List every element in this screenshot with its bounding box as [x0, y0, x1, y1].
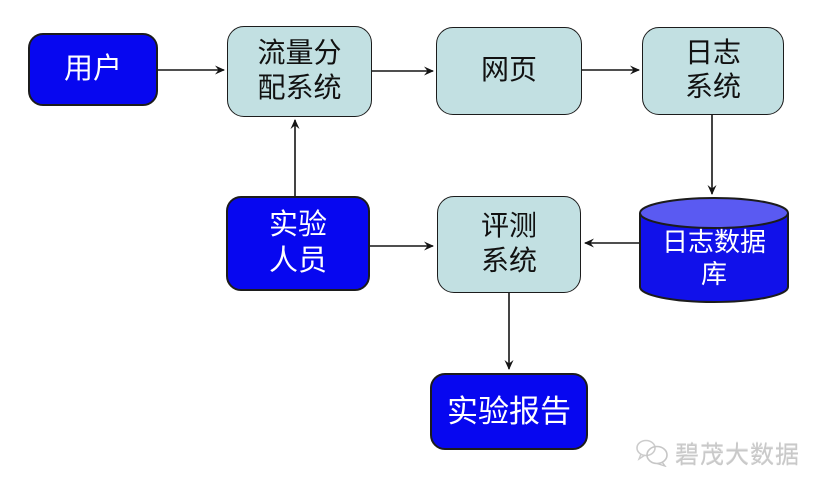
watermark-text: 碧茂大数据 [675, 442, 800, 469]
node-user: 用户 [28, 33, 158, 106]
node-traffic-system: 流量分 配系统 [227, 26, 372, 117]
watermark: 碧茂大数据 [635, 435, 800, 470]
node-log-system: 日志 系统 [642, 27, 784, 115]
node-report: 实验报告 [430, 373, 588, 450]
node-webpage: 网页 [436, 27, 582, 115]
log-database-cylinder [639, 197, 789, 303]
node-experimenter: 实验 人员 [226, 196, 370, 291]
bimao-logo-icon [636, 439, 668, 467]
node-evaluation-system: 评测 系统 [437, 196, 581, 293]
